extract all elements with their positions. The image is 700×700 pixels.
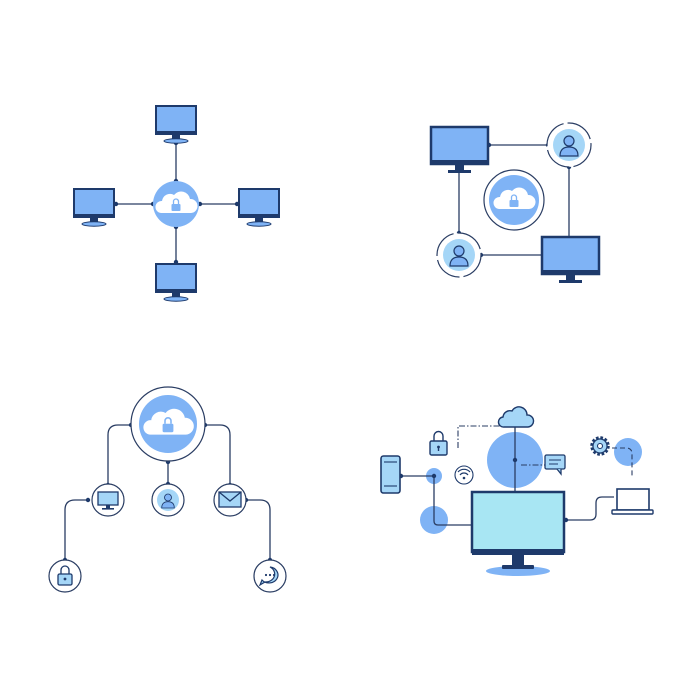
cloud-lock-center (483, 169, 545, 231)
chat-icon (258, 566, 279, 587)
monitor-icon (155, 263, 197, 302)
star-network-diagram (73, 105, 280, 302)
mail-node (213, 483, 247, 517)
monitor-icon (540, 235, 601, 283)
mail-icon (218, 491, 242, 508)
chat-node (253, 559, 287, 593)
ring-network-diagram (429, 122, 601, 283)
lock-icon (429, 430, 448, 456)
user-icon (436, 232, 482, 278)
monitor-icon (155, 105, 197, 144)
monitor-node (91, 483, 125, 517)
cloud-lock-hub (153, 181, 199, 227)
connection-lines (116, 140, 237, 265)
connection-lines (64, 424, 271, 562)
gear-icon (590, 436, 610, 456)
user-node (151, 483, 185, 517)
monitor-icon (238, 188, 280, 227)
connection-lines (458, 144, 570, 256)
laptop-icon (611, 488, 654, 515)
desktop-monitor-icon (470, 490, 566, 576)
lock-icon (57, 565, 73, 586)
monitor-icon (73, 188, 115, 227)
monitor-icon (97, 491, 119, 510)
cloud-lock-root (130, 386, 206, 462)
wifi-icon (454, 465, 474, 485)
phone-icon (380, 455, 401, 494)
monitor-icon (429, 125, 490, 173)
device-network-diagram (380, 406, 654, 576)
tree-network-diagram (48, 386, 287, 593)
lock-node (48, 559, 82, 593)
chat-icon (544, 454, 566, 476)
cloud-icon (497, 406, 535, 428)
user-icon (546, 122, 592, 168)
